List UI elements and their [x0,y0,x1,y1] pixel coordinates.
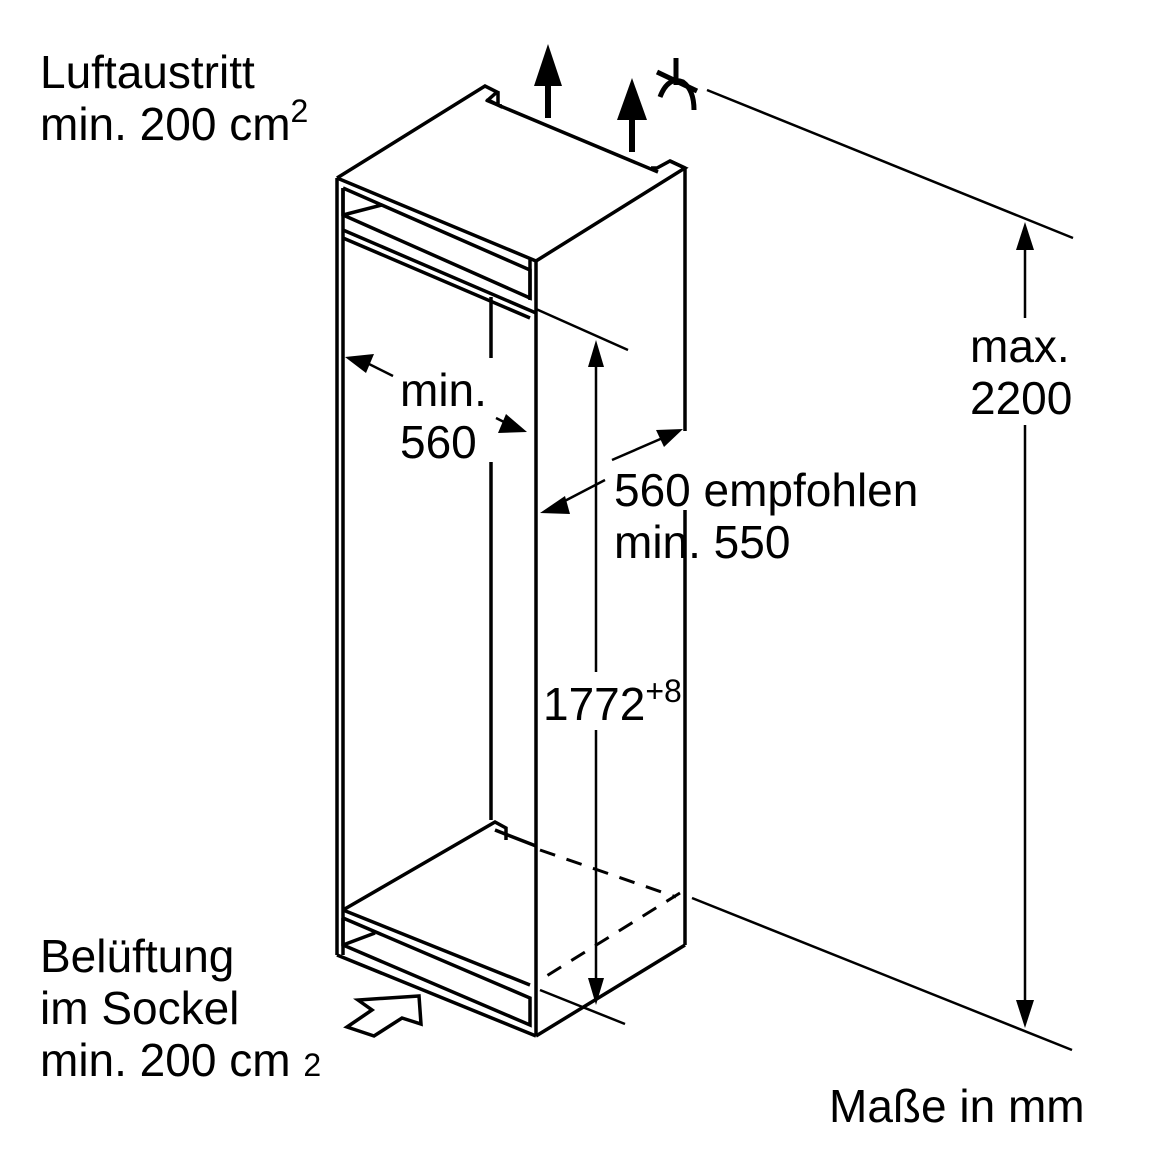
ventilation-title: Belüftung [40,930,235,982]
width-label-value: 560 [400,416,477,468]
units-label: Maße in mm [829,1080,1085,1132]
air-outlet-title: Luftaustritt [40,46,255,98]
depth-recommended: 560 empfohlen [614,464,919,516]
ventilation-value: min. 200 cm 2 [40,1034,322,1086]
depth-label: 560 empfohlen min. 550 [614,464,918,568]
depth-minimum: min. 550 [614,516,791,568]
arrow-up-icon [534,44,647,152]
width-label: min. 560 [400,364,487,468]
arrow-inlet-icon [343,994,423,1038]
cabinet-niche [335,83,689,1038]
niche-height-label: 1772+8 [543,673,682,730]
max-height-prefix: max. [970,320,1070,372]
width-dimension [345,354,527,433]
max-height-value: 2200 [970,372,1073,424]
max-height-label: max. 2200 [970,320,1072,424]
ceiling-break-icon [655,58,699,111]
ventilation-subtitle: im Sockel [40,982,240,1034]
air-outlet-value: min. 200 cm2 [40,93,309,150]
air-outlet-label: Luftaustritt min. 200 cm2 [40,46,308,155]
max-height-dimension [691,88,1074,1052]
ventilation-label: Belüftung im Sockel min. 200 cm 2 [40,930,321,1091]
niche-height-dimension [535,307,629,1026]
depth-dimension [540,429,683,514]
width-label-prefix: min. [400,364,487,416]
